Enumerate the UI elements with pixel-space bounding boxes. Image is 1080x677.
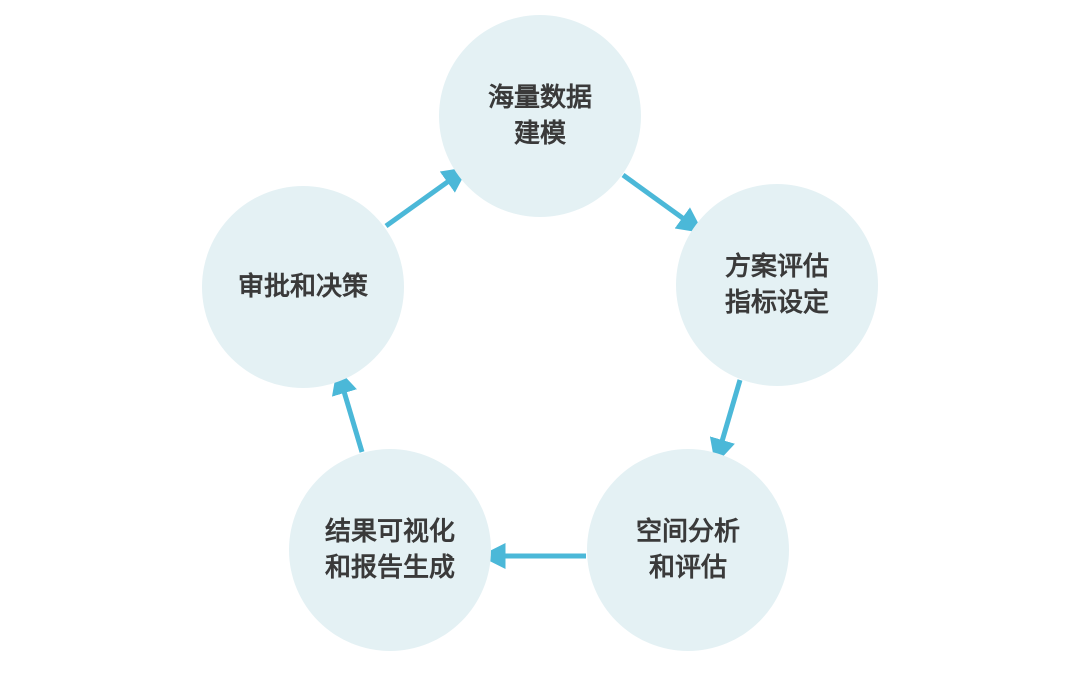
node-approval-decision: 审批和决策	[202, 186, 404, 388]
node-visualization-report-line-1: 结果可视化	[324, 517, 455, 547]
node-spatial-analysis: 空间分析 和评估	[587, 449, 789, 651]
node-spatial-analysis-line-2: 和评估	[648, 553, 727, 583]
arrow-approval-to-modeling	[384, 166, 469, 229]
node-data-modeling-line-2: 建模	[513, 119, 566, 149]
node-visualization-report: 结果可视化 和报告生成	[289, 449, 491, 651]
node-data-modeling: 海量数据 建模	[439, 15, 641, 217]
node-data-modeling-line-1: 海量数据	[487, 83, 592, 113]
node-visualization-report-line-2: 和报告生成	[324, 553, 455, 583]
node-spatial-analysis-line-1: 空间分析	[635, 517, 740, 547]
node-plan-evaluation-line-1: 方案评估	[724, 252, 829, 282]
node-approval-decision-line-1: 审批和决策	[237, 272, 368, 302]
arrow-modeling-to-evaluation	[621, 172, 704, 234]
node-plan-evaluation-line-2: 指标设定	[724, 288, 829, 318]
arrow-visualization-to-approval	[331, 368, 365, 453]
arrow-evaluation-to-spatial	[709, 379, 743, 465]
node-plan-evaluation: 方案评估 指标设定	[676, 184, 878, 386]
